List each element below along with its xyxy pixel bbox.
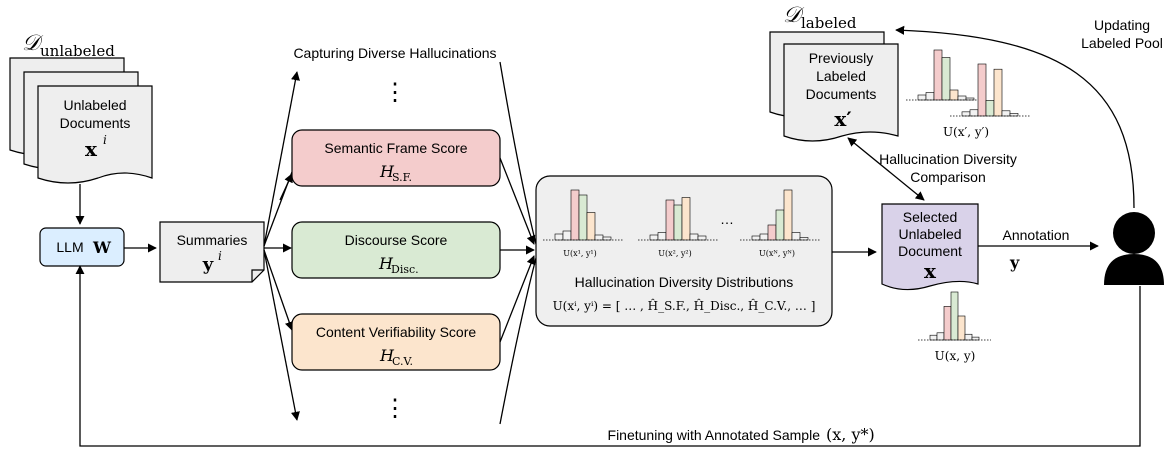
labeled-hist-a-bar-5 (957, 95, 967, 101)
discourse-sub: Disc. (391, 263, 419, 276)
distribution-formula: U(xⁱ, yⁱ) = [ … , Ĥ_S.F., Ĥ_Disc., Ĥ_C.V… (553, 298, 816, 313)
hist-label-2: U(x², y²) (658, 249, 692, 258)
hist-2-bar-6 (697, 235, 707, 241)
ellipsis-bottom: ⋮ (383, 394, 407, 422)
summaries-var: y (202, 254, 214, 275)
hist-2-bar-3 (673, 204, 683, 241)
distribution-histograms (543, 189, 820, 241)
labeled-pool-label: 𝒟 (783, 3, 805, 28)
distribution-title: Hallucination Diversity Distributions (575, 274, 794, 290)
content-verifiability-symbol: H (379, 346, 395, 365)
hist-1-bar-5 (594, 234, 604, 241)
semantic-frame-sub: S.F. (392, 171, 412, 184)
finetuning-label: Finetuning with Annotated Sample (608, 427, 821, 443)
semantic-frame-symbol: H (379, 162, 395, 181)
hist-n-bar-1 (759, 233, 769, 241)
unlabeled-pool-label: 𝒟 (22, 31, 44, 56)
comparison-line1: Hallucination Diversity (879, 151, 1017, 167)
hist-1-bar-2 (570, 189, 580, 241)
labeled-hist-a-bar-1 (925, 92, 935, 101)
hist-label-1: U(x¹, y¹) (563, 249, 597, 258)
selected-hist-bar-0 (929, 334, 938, 341)
content-verifiability-name: Content Verifiability Score (316, 324, 477, 340)
updating-line2: Labeled Pool (1081, 35, 1163, 51)
hist-1-bar-4 (586, 212, 596, 241)
labeled-pool-sublabel: labeled (801, 14, 857, 32)
hist-1-bar-0 (554, 233, 564, 241)
annotation-label: Annotation (1003, 227, 1070, 243)
labeled-hist-b-bar-2 (977, 63, 987, 117)
hist-label-n: U(xᴺ, yᴺ) (759, 249, 795, 258)
selected-line2: Unlabeled (898, 226, 961, 242)
llm-var: W (92, 238, 112, 257)
selected-histogram (918, 291, 991, 341)
content-verifiability-sub: C.V. (392, 355, 413, 368)
selected-hist-bar-3 (950, 291, 959, 341)
distribution-panel (535, 175, 833, 327)
labeled-line2: Labeled (816, 68, 866, 84)
hist-n-bar-0 (751, 235, 761, 241)
selected-hist-bar-4 (957, 315, 966, 341)
labeled-hist-b-bar-3 (985, 100, 995, 117)
selected-var: x (924, 259, 937, 283)
llm-label: LLM (56, 239, 83, 255)
semantic-frame-name: Semantic Frame Score (324, 140, 467, 156)
hist-n-bar-4 (783, 189, 793, 241)
selected-hist-bar-6 (971, 336, 980, 341)
discourse-name: Discourse Score (345, 232, 448, 248)
selected-hist-bar-2 (943, 306, 952, 341)
labeled-hist-b-bar-0 (961, 111, 971, 117)
annotation-var: y (1009, 253, 1020, 272)
comparison-line2: Comparison (910, 169, 985, 185)
labeled-hist-a-bar-4 (949, 89, 959, 101)
unlabeled-pool-sublabel: unlabeled (40, 42, 115, 60)
discourse-symbol: H (378, 254, 394, 273)
hist-ellipsis: … (720, 211, 734, 227)
hist-2-bar-1 (657, 232, 667, 241)
selected-hist-bar-5 (964, 333, 973, 341)
ellipsis-top: ⋮ (383, 78, 407, 106)
labeled-hist-label: U(x′, y′) (943, 125, 989, 139)
hist-n-bar-5 (791, 232, 801, 241)
unlabeled-docs-var: x (85, 137, 98, 161)
finetuning-formula: (x, y*) (826, 425, 875, 444)
selected-hist-bar-1 (936, 332, 945, 341)
annotator-person-icon (1104, 212, 1164, 285)
labeled-histograms (906, 49, 1030, 117)
unlabeled-documents-stack (9, 57, 153, 184)
selected-hist-label: U(x, y) (935, 349, 976, 363)
selected-document (881, 203, 979, 291)
summaries-label: Summaries (177, 232, 248, 248)
updating-line1: Updating (1094, 17, 1150, 33)
summaries-sup: i (218, 249, 222, 263)
selected-line3: Document (898, 243, 962, 259)
capturing-title: Capturing Diverse Hallucinations (293, 45, 496, 61)
labeled-hist-b-bar-5 (1001, 110, 1011, 117)
hist-2-bar-0 (649, 234, 659, 241)
summaries-document (159, 221, 265, 283)
labeled-line1: Previously (809, 50, 874, 66)
labeled-hist-a-bar-2 (933, 49, 943, 101)
hist-n-bar-2 (767, 224, 777, 241)
hist-1-bar-6 (602, 236, 612, 241)
hist-1-bar-3 (578, 194, 588, 241)
labeled-var: x′ (834, 107, 851, 131)
hist-2-bar-4 (681, 197, 691, 241)
labeled-line3: Documents (806, 86, 877, 102)
labeled-hist-a-bar-3 (941, 57, 951, 101)
selected-line1: Selected (903, 209, 957, 225)
labeled-documents-stack (769, 31, 899, 142)
unlabeled-docs-line2: Documents (60, 115, 131, 131)
unlabeled-docs-sup: i (103, 133, 107, 147)
hist-2-bar-2 (665, 199, 675, 241)
labeled-hist-b-bar-4 (993, 68, 1003, 117)
hist-n-bar-3 (775, 209, 785, 241)
labeled-hist-a-bar-0 (917, 94, 927, 101)
labeled-hist-b-bar-1 (969, 109, 979, 117)
unlabeled-docs-line1: Unlabeled (63, 97, 126, 113)
hist-1-bar-1 (562, 230, 572, 241)
hist-2-bar-5 (689, 233, 699, 241)
